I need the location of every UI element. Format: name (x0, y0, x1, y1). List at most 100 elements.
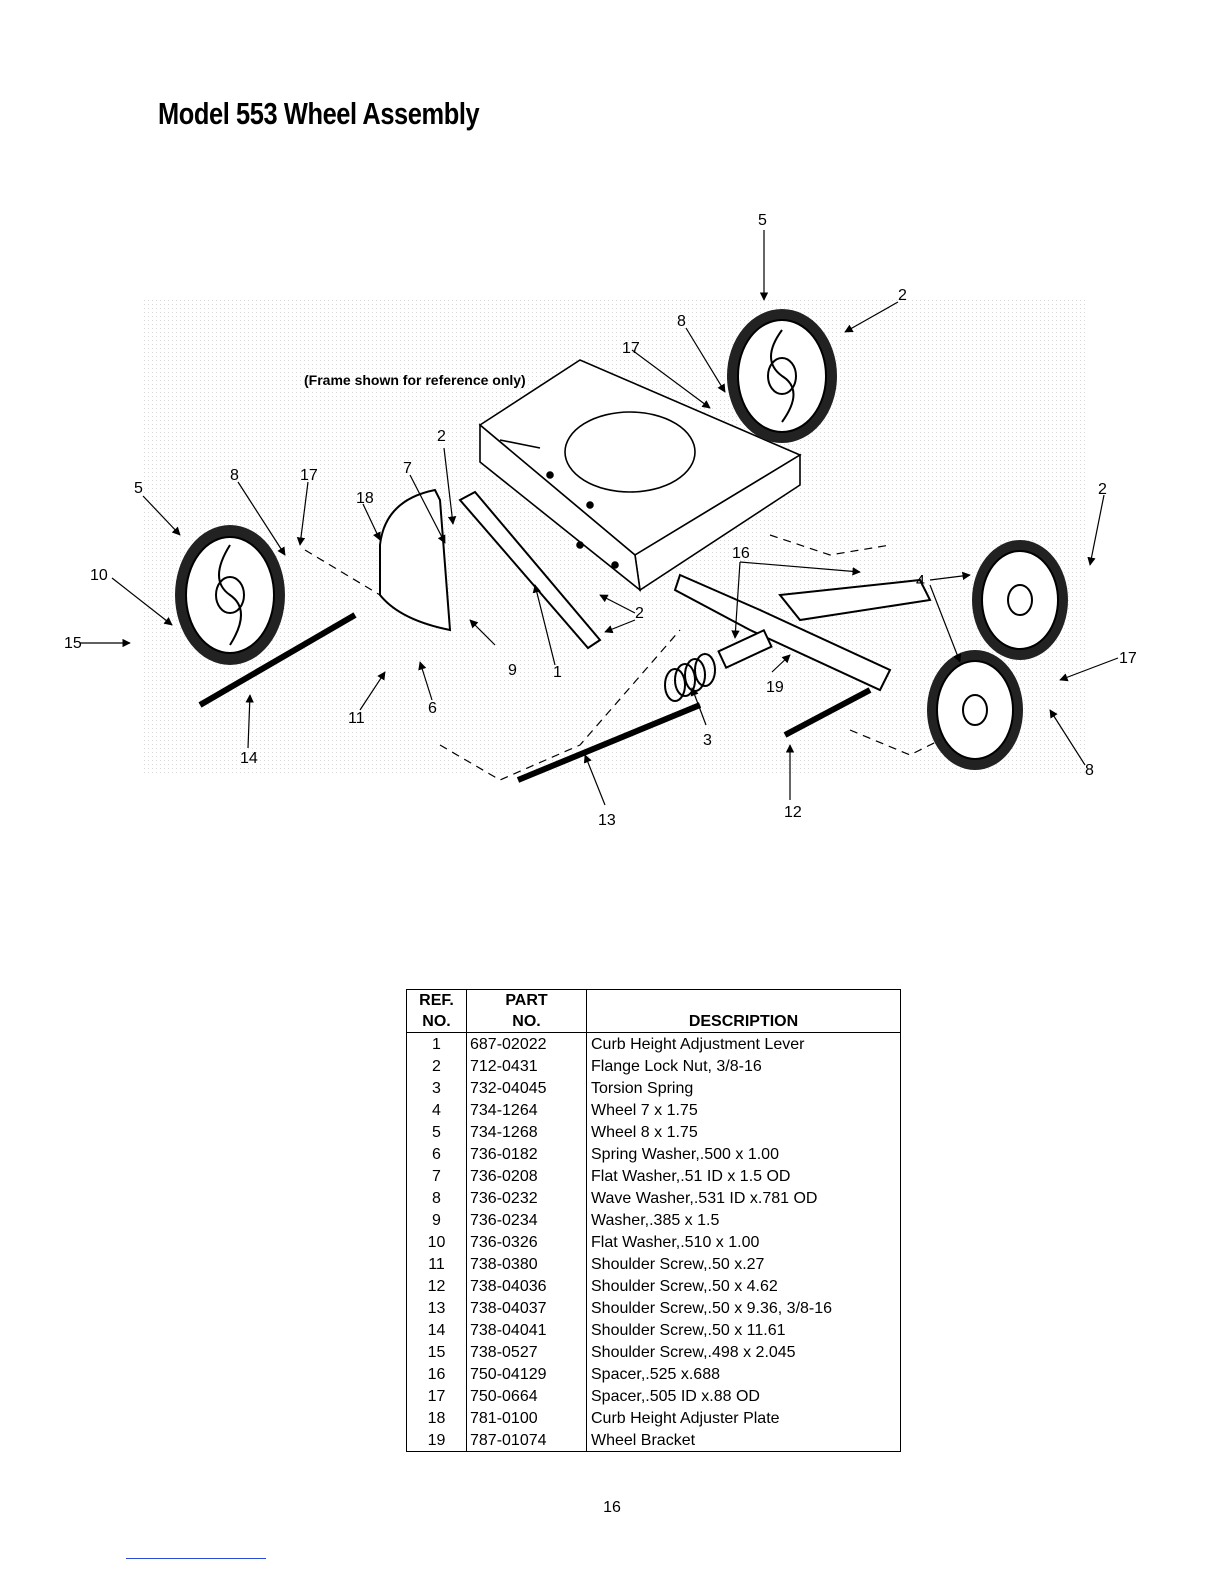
part-no-cell: 734-1264 (466, 1099, 587, 1121)
callout-1: 1 (553, 664, 562, 681)
ref-no-cell: 18 (406, 1407, 467, 1429)
wheel-assembly-diagram: (Frame shown for reference only) (60, 200, 1170, 840)
description-cell: Torsion Spring (591, 1079, 694, 1097)
part-no-cell: 787-01074 (466, 1429, 587, 1452)
callout-8-top: 8 (677, 313, 686, 330)
callout-2-top: 2 (898, 287, 907, 304)
part-no-cell: 687-02022 (466, 1032, 587, 1055)
footer-rule (126, 1558, 266, 1559)
ref-no-cell: 14 (406, 1319, 467, 1341)
callout-5-left: 5 (134, 480, 143, 497)
callout-17-right: 17 (1119, 650, 1137, 667)
header-description: DESCRIPTION (586, 989, 901, 1033)
callout-3: 3 (703, 732, 712, 749)
description-cell: Shoulder Screw,.50 x 4.62 (591, 1277, 778, 1295)
callout-10: 10 (90, 567, 108, 584)
wheel-7in-upper (972, 540, 1068, 660)
callout-15: 15 (64, 635, 82, 652)
description-cell: Shoulder Screw,.498 x 2.045 (591, 1343, 796, 1361)
callout-8-left: 8 (230, 467, 239, 484)
ref-no-cell: 6 (406, 1143, 467, 1165)
callout-19: 19 (766, 679, 784, 696)
description-cell: Spring Washer,.500 x 1.00 (591, 1145, 779, 1163)
part-no-cell: 750-04129 (466, 1363, 587, 1385)
shoulder-screw-14 (198, 612, 357, 708)
frame-note: (Frame shown for reference only) (304, 372, 526, 388)
ref-no-cell: 11 (406, 1253, 467, 1275)
ref-no-cell: 5 (406, 1121, 467, 1143)
description-cell: Flange Lock Nut, 3/8-16 (591, 1057, 762, 1075)
callout-9: 9 (508, 662, 517, 679)
callout-5-top: 5 (758, 212, 767, 229)
wheel-8in-left (175, 525, 285, 665)
description-cell: Flat Washer,.510 x 1.00 (591, 1233, 760, 1251)
ref-no-cell: 15 (406, 1341, 467, 1363)
ref-no-cell: 7 (406, 1165, 467, 1187)
part-no-cell: 736-0234 (466, 1209, 587, 1231)
curb-height-adjuster-plate (379, 488, 452, 632)
callout-2-center: 2 (635, 605, 644, 622)
curb-height-adjustment-lever (458, 490, 602, 650)
ref-no-cell: 10 (406, 1231, 467, 1253)
part-no-cell: 736-0208 (466, 1165, 587, 1187)
description-cell: Spacer,.525 x.688 (591, 1365, 720, 1383)
description-cell: Washer,.385 x 1.5 (591, 1211, 720, 1229)
part-no-cell: 781-0100 (466, 1407, 587, 1429)
callout-14: 14 (240, 750, 258, 767)
callout-2-left: 2 (437, 428, 446, 445)
ref-no-cell: 17 (406, 1385, 467, 1407)
ref-no-cell: 1 (406, 1032, 467, 1055)
part-no-cell: 734-1268 (466, 1121, 587, 1143)
ref-no-cell: 2 (406, 1055, 467, 1077)
wheel-8in-top (727, 309, 837, 443)
callout-12: 12 (784, 804, 802, 821)
wheel-bracket (673, 573, 892, 692)
callout-8-right: 8 (1085, 762, 1094, 779)
callout-16: 16 (732, 545, 750, 562)
description-cell: Wheel Bracket (591, 1431, 696, 1449)
ref-no-cell: 12 (406, 1275, 467, 1297)
callout-6: 6 (428, 700, 437, 717)
callout-18: 18 (356, 490, 374, 507)
part-no-cell: 750-0664 (466, 1385, 587, 1407)
part-no-cell: 736-0232 (466, 1187, 587, 1209)
wheel-7in-lower (927, 650, 1023, 770)
description-cell: Curb Height Adjustment Lever (591, 1035, 805, 1053)
part-no-cell: 738-0380 (466, 1253, 587, 1275)
table-header-row: REF. NO. PART NO. DESCRIPTION (406, 989, 901, 1033)
description-cell: Spacer,.505 ID x.88 OD (591, 1387, 760, 1405)
ref-no-cell: 8 (406, 1187, 467, 1209)
description-cell: Flat Washer,.51 ID x 1.5 OD (591, 1167, 791, 1185)
part-no-cell: 732-04045 (466, 1077, 587, 1099)
shoulder-screw-12 (783, 687, 872, 738)
assembly-centerlines (304, 534, 941, 781)
ref-no-cell: 4 (406, 1099, 467, 1121)
ref-no-cell: 16 (406, 1363, 467, 1385)
part-no-cell: 736-0182 (466, 1143, 587, 1165)
description-cell: Shoulder Screw,.50 x 9.36, 3/8-16 (591, 1299, 833, 1317)
description-cell: Shoulder Screw,.50 x 11.61 (591, 1321, 786, 1339)
shoulder-screw-13 (516, 702, 702, 783)
part-no-cell: 738-04037 (466, 1297, 587, 1319)
description-cell: Wheel 8 x 1.75 (591, 1123, 698, 1141)
header-part-no: PART NO. (466, 989, 587, 1033)
ref-no-cell: 13 (406, 1297, 467, 1319)
